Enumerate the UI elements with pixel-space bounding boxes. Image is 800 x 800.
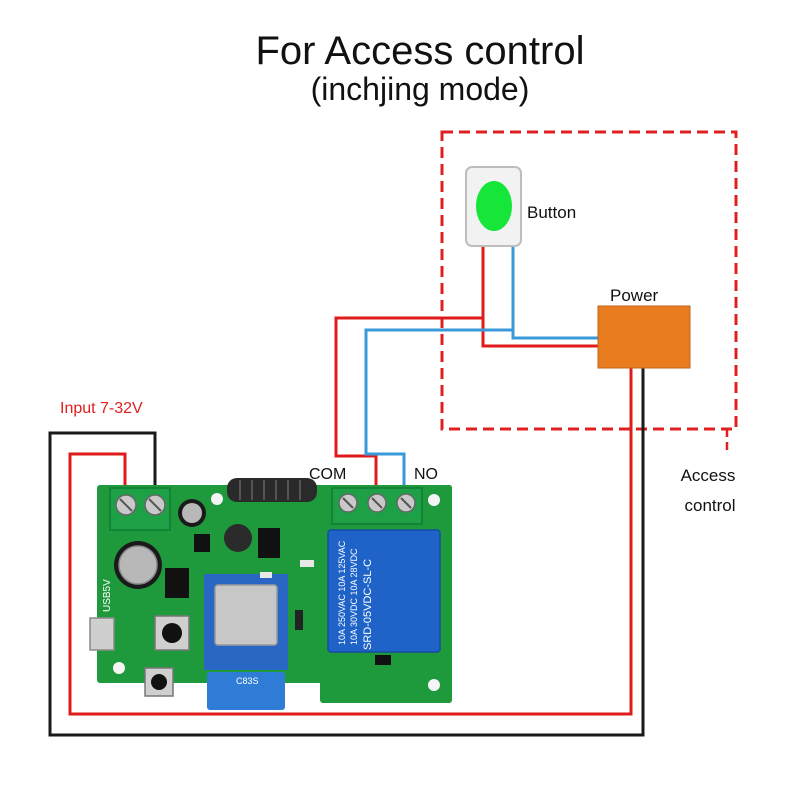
ic-chip (194, 534, 210, 552)
relay-component (327, 529, 441, 653)
mounting-hole (211, 493, 223, 505)
terminal-screw-slot (119, 498, 133, 512)
mounting-hole (113, 662, 125, 674)
antenna-coil (227, 478, 317, 502)
mounting-hole (428, 679, 440, 691)
access-control-box (440, 130, 738, 431)
relay-module-pcb: C83S 10A 250VAC 10A 125VAC 10A 30VDC 10A… (89, 478, 452, 710)
pcb-push-button-cap (162, 623, 182, 643)
smd-component (375, 655, 391, 665)
terminal-screw-slot (148, 498, 162, 512)
wifi-chip-label: C83S (236, 676, 259, 686)
power-label: Power (610, 286, 659, 305)
wifi-module-shield (214, 584, 278, 646)
relay-rating-line2: 10A 30VDC 10A 28VDC (349, 548, 359, 645)
relay-model-label: SRD-05VDC-SL-C (362, 559, 374, 650)
relay-rating-line1: 10A 250VAC 10A 125VAC (337, 540, 347, 645)
capacitor-top (182, 503, 202, 523)
wifi-module-antenna (207, 672, 285, 710)
terminal-screw-slot (400, 497, 412, 509)
blue-wire-no (364, 328, 598, 495)
red-wire-button-power (481, 318, 598, 348)
smd-component (260, 572, 272, 578)
usb-label: USB5V (102, 579, 113, 612)
diagram-subtitle: (inchjing mode) (311, 71, 530, 107)
red-wire-input (68, 368, 633, 716)
no-label: NO (414, 466, 438, 483)
inductor (224, 524, 252, 552)
smd-component (295, 610, 303, 630)
input-voltage-label: Input 7-32V (60, 400, 143, 417)
mounting-hole (428, 494, 440, 506)
button-label: Button (527, 203, 576, 222)
capacitor-top (118, 545, 158, 585)
com-label: COM (309, 466, 346, 483)
access-control-label-line2: control (684, 496, 735, 515)
red-wire-com (334, 245, 485, 495)
smd-component (300, 560, 314, 567)
door-button-cap (476, 181, 512, 231)
black-wire-input (48, 368, 645, 737)
terminal-screw-slot (342, 497, 354, 509)
pcb-push-button-cap (151, 674, 167, 690)
terminal-screw-slot (371, 497, 383, 509)
ic-chip (165, 568, 189, 598)
usb-port (89, 617, 115, 651)
access-control-label-line1: Access (681, 466, 736, 485)
ic-chip (258, 528, 280, 558)
power-supply-box (597, 305, 691, 369)
diagram-title: For Access control (255, 29, 584, 73)
